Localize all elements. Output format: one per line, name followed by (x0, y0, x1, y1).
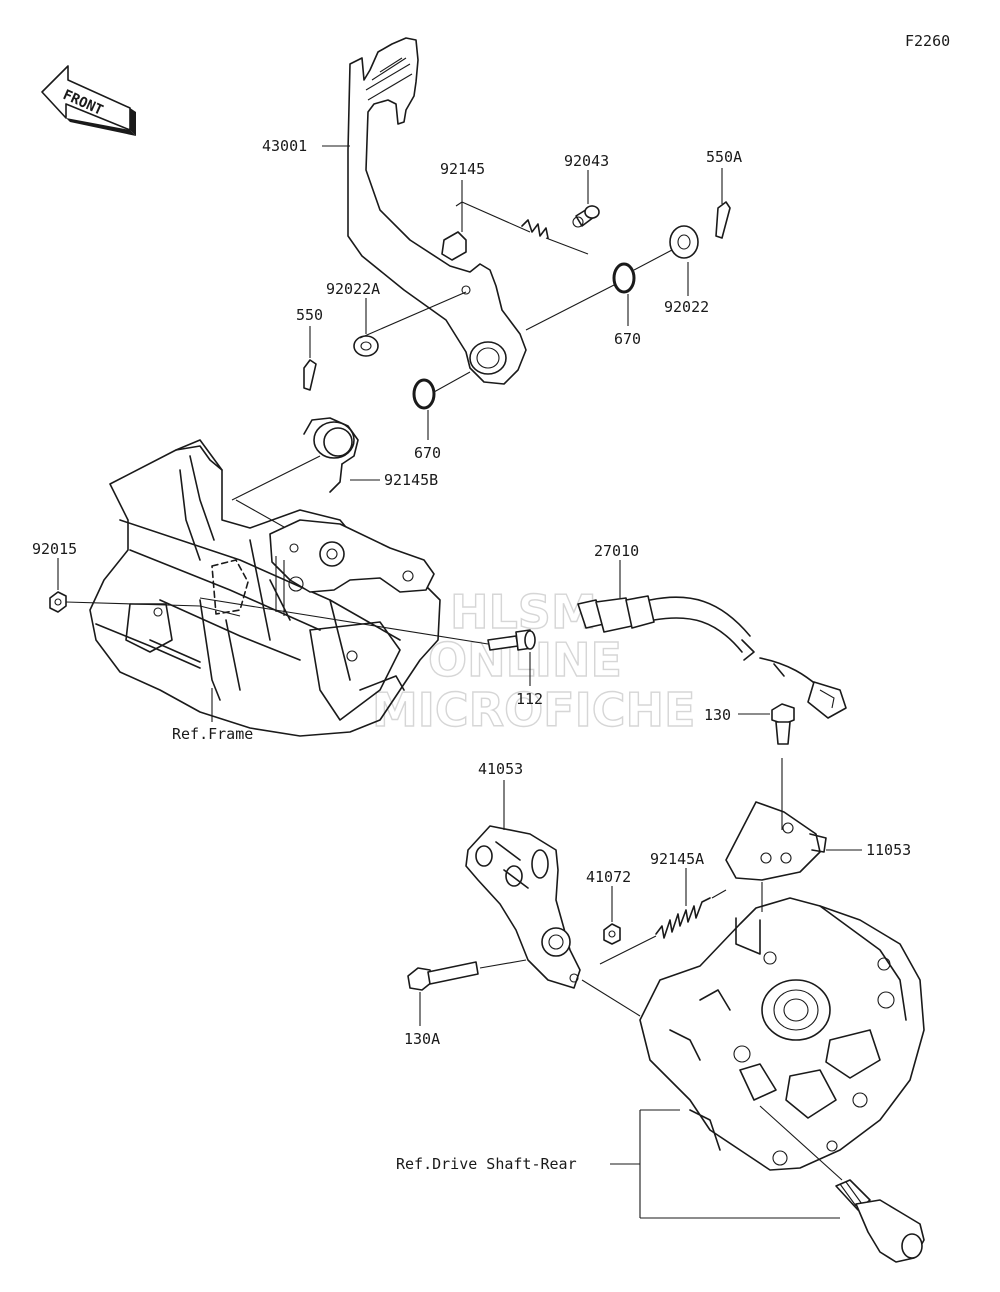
label-92145B: 92145B (384, 471, 438, 489)
brake-switch-27010 (577, 595, 847, 719)
label-92022: 92022 (664, 298, 709, 316)
washer-92022 (669, 225, 699, 259)
label-ref-drive-shaft: Ref.Drive Shaft-Rear (396, 1155, 577, 1173)
bolt-130 (771, 703, 795, 745)
label-130: 130 (704, 706, 731, 724)
label-92015: 92015 (32, 540, 77, 558)
brake-pedal (347, 37, 527, 385)
label-92022A: 92022A (326, 280, 380, 298)
o-ring-670-upper (612, 262, 636, 294)
label-92145A: 92145A (650, 850, 704, 868)
bracket-11053 (725, 758, 827, 912)
label-11053: 11053 (866, 841, 911, 859)
label-92043: 92043 (564, 152, 609, 170)
brake-arm-41053 (465, 825, 581, 989)
transmission-case (639, 897, 925, 1171)
label-43001: 43001 (262, 137, 307, 155)
o-ring-670-lower (412, 378, 436, 410)
label-41053: 41053 (478, 760, 523, 778)
bolt-112 (487, 629, 536, 651)
watermark-line-3: MICROFICHE (372, 683, 695, 737)
washer-92022A (353, 335, 379, 357)
spring-92145 (455, 201, 589, 255)
front-arrow-icon: FRONT (41, 65, 136, 136)
label-27010: 27010 (594, 542, 639, 560)
assembly-lines (231, 249, 673, 537)
label-550A: 550A (706, 148, 742, 166)
bolt-130A (407, 959, 641, 1017)
label-670-upper: 670 (614, 330, 641, 348)
pin-92043 (572, 205, 600, 228)
nut-92015 (49, 591, 67, 613)
cotter-pin-550 (303, 359, 317, 391)
label-670-lower: 670 (414, 444, 441, 462)
drive-shaft (759, 1105, 925, 1263)
label-92145: 92145 (440, 160, 485, 178)
watermark: HLSM ONLINE MICROFICHE (371, 584, 696, 737)
label-130A: 130A (404, 1030, 440, 1048)
torsion-spring-92145B (303, 417, 359, 493)
label-550: 550 (296, 306, 323, 324)
figure-id: F2260 (905, 32, 950, 50)
part-labels: 43001 92145 92043 550A 92022A 92022 550 … (32, 137, 911, 1219)
cotter-pin-550A (715, 201, 731, 239)
label-ref-frame: Ref.Frame (172, 725, 253, 743)
nut-41072 (603, 923, 621, 945)
pedal-bracket (269, 519, 435, 616)
spring-92145A (599, 889, 727, 965)
label-112: 112 (516, 690, 543, 708)
label-41072: 41072 (586, 868, 631, 886)
frame-assembly (89, 439, 441, 737)
